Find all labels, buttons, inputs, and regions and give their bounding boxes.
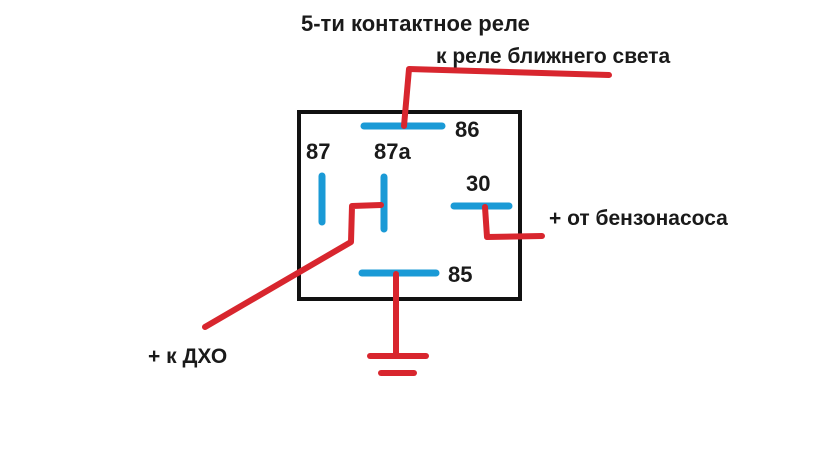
label-pin-87: 87 [306,139,330,164]
label-low-beam-relay: к реле ближнего света [436,45,671,68]
relay-housing [297,110,522,301]
label-pin-87a: 87a [374,139,411,164]
label-drl: + к ДХО [148,345,227,368]
wire-to-low-beam-relay [401,66,612,129]
label-pin-30: 30 [466,171,490,196]
wire-to-drl [202,202,384,330]
label-pin-86: 86 [455,117,479,142]
diagram-title: 5-ти контактное реле [301,11,530,36]
label-pin-85: 85 [448,262,472,287]
label-fuel-pump: + от бензонасоса [549,207,728,230]
wire-from-fuel-pump [482,204,545,240]
